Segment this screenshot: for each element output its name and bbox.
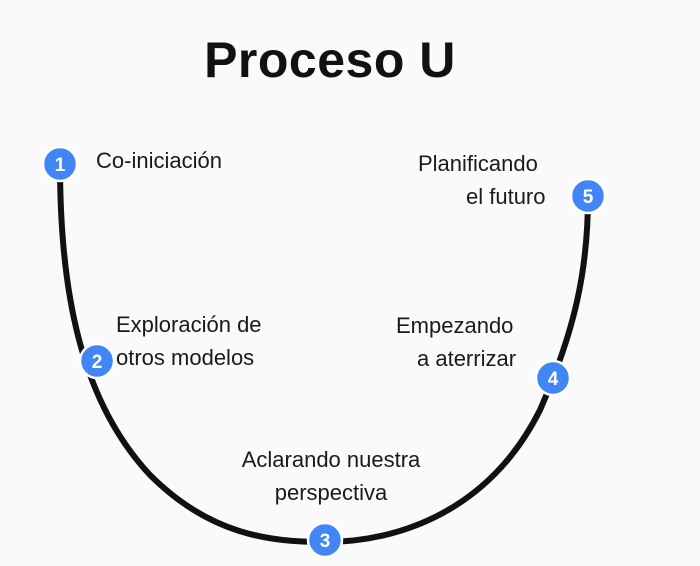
svg-text:4: 4 (548, 369, 559, 390)
diagram-title: Proceso U (204, 32, 456, 88)
step-label-3: Aclarando nuestra perspectiva (222, 443, 440, 509)
svg-text:3: 3 (320, 531, 331, 552)
step-label-5: Planificando el futuro (418, 147, 546, 213)
step-label-4: Empezando a aterrizar (396, 309, 516, 375)
svg-text:1: 1 (55, 155, 66, 176)
step-node-1: 1 (41, 145, 79, 183)
svg-text:5: 5 (583, 187, 594, 208)
step-label-4-line-2: a aterrizar (417, 346, 517, 371)
step-label-5-line-2: el futuro (466, 184, 546, 209)
step-label-3-line-2: perspectiva (274, 480, 388, 505)
step-node-4: 4 (534, 359, 572, 397)
svg-text:2: 2 (92, 352, 103, 373)
step-label-1: Co-iniciación (96, 144, 222, 177)
step-node-3: 3 (306, 521, 344, 559)
step-node-5: 5 (569, 177, 607, 215)
step-label-3-line-1: Aclarando nuestra (241, 447, 421, 472)
step-label-5-line-1: Planificando (418, 151, 538, 176)
step-label-2: Exploración de otros modelos (116, 308, 262, 374)
step-label-1-line-1: Co-iniciación (96, 148, 222, 173)
step-label-2-line-1: Exploración de (116, 312, 262, 337)
step-node-2: 2 (78, 342, 116, 380)
step-label-2-line-2: otros modelos (116, 345, 255, 370)
step-label-4-line-1: Empezando (396, 313, 514, 338)
